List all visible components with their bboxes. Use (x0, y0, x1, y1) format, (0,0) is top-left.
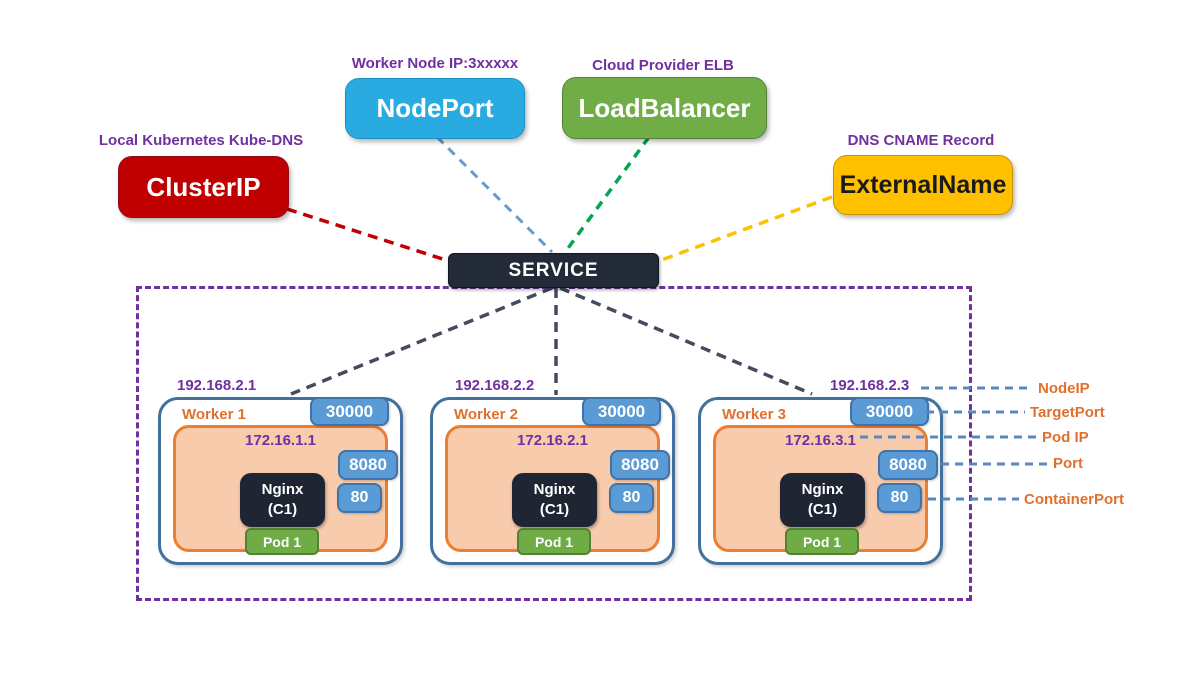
container-id: (C1) (807, 501, 838, 518)
worker3-nginx-container: Nginx (C1) (780, 473, 865, 527)
worker3-pod-badge: Pod 1 (785, 528, 859, 555)
legend-nodeip-label: NodeIP (1038, 380, 1090, 397)
worker1-node-box: Worker 1 30000 172.16.1.1 8080 80 Nginx … (158, 397, 403, 565)
worker2-nodeport-badge: 30000 (582, 397, 661, 426)
externalname-service-link (658, 189, 849, 263)
worker3-name: Worker 3 (722, 406, 786, 423)
service-box: SERVICE (448, 253, 659, 288)
legend-podip-label: Pod IP (1042, 429, 1089, 446)
externalname-box: ExternalName (833, 155, 1013, 215)
worker3-node-ip: 192.168.2.3 (830, 377, 910, 394)
legend-port-label: Port (1053, 455, 1083, 472)
worker3-nodeport-badge: 30000 (850, 397, 929, 426)
worker2-pod-badge: Pod 1 (517, 528, 591, 555)
container-id: (C1) (539, 501, 570, 518)
worker1-nodeport-badge: 30000 (310, 397, 389, 426)
worker2-port-badge: 8080 (610, 450, 670, 480)
loadbalancer-annotation: Cloud Provider ELB (592, 57, 734, 74)
worker3-containerport-badge: 80 (877, 483, 922, 513)
worker2-containerport-badge: 80 (609, 483, 654, 513)
worker1-pod-network-box: 172.16.1.1 8080 80 Nginx (C1) Pod 1 (173, 425, 398, 555)
clusterip-service-link (286, 207, 453, 264)
loadbalancer-box: LoadBalancer (562, 77, 767, 139)
worker3-pod-ip: 172.16.3.1 (785, 432, 856, 449)
worker1-node-ip: 192.168.2.1 (177, 377, 257, 394)
worker2-pod-ip: 172.16.2.1 (517, 432, 588, 449)
clusterip-annotation: Local Kubernetes Kube-DNS (98, 132, 304, 149)
worker2-nginx-container: Nginx (C1) (512, 473, 597, 527)
nodeport-box: NodePort (345, 78, 525, 139)
worker2-pod-network-box: 172.16.2.1 8080 80 Nginx (C1) Pod 1 (445, 425, 670, 555)
container-name: Nginx (533, 480, 576, 498)
worker1-pod-badge: Pod 1 (245, 528, 319, 555)
worker1-port-badge: 8080 (338, 450, 398, 480)
externalname-annotation: DNS CNAME Record (847, 132, 995, 149)
legend-targetport-label: TargetPort (1030, 404, 1105, 421)
worker3-node-box: Worker 3 30000 172.16.3.1 8080 80 Nginx … (698, 397, 943, 565)
worker1-nginx-container: Nginx (C1) (240, 473, 325, 527)
worker1-pod-ip: 172.16.1.1 (245, 432, 316, 449)
clusterip-box: ClusterIP (118, 156, 289, 218)
loadbalancer-service-link (564, 135, 651, 253)
worker1-name: Worker 1 (182, 406, 246, 423)
legend-containerport-label: ContainerPort (1024, 491, 1125, 508)
container-name: Nginx (261, 480, 304, 498)
container-id: (C1) (267, 501, 298, 518)
worker3-port-badge: 8080 (878, 450, 938, 480)
nodeport-annotation: Worker Node IP:3xxxxx (351, 55, 519, 72)
container-name: Nginx (801, 480, 844, 498)
worker3-pod-network-box: 172.16.3.1 8080 80 Nginx (C1) Pod 1 (713, 425, 938, 555)
worker2-node-ip: 192.168.2.2 (455, 377, 535, 394)
worker1-containerport-badge: 80 (337, 483, 382, 513)
nodeport-service-link (435, 135, 554, 254)
worker2-node-box: Worker 2 30000 172.16.2.1 8080 80 Nginx … (430, 397, 675, 565)
worker2-name: Worker 2 (454, 406, 518, 423)
